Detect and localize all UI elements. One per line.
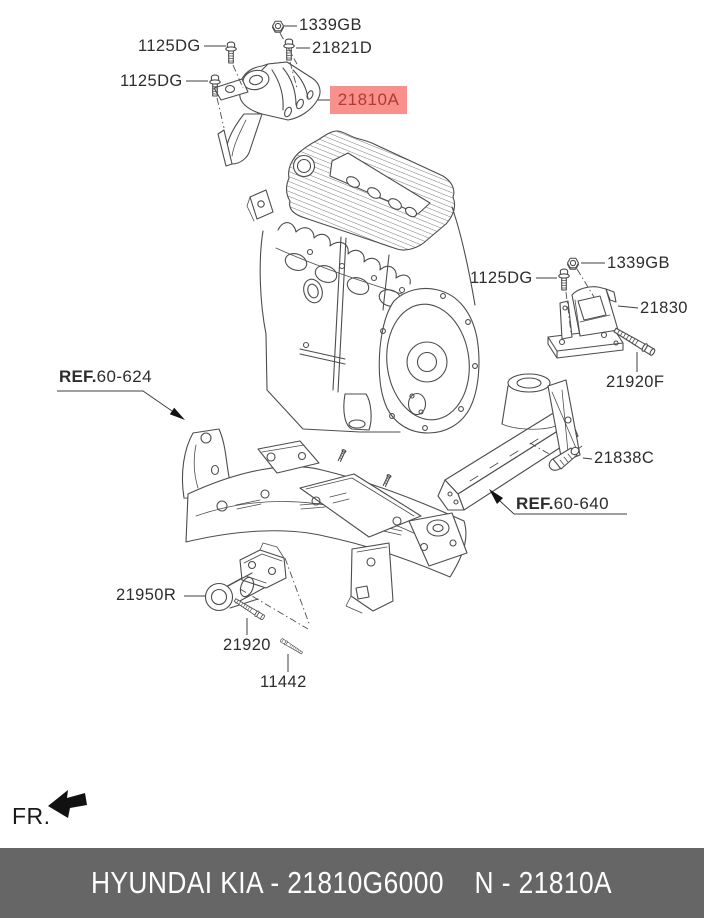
engine-assembly-drawing [246, 130, 480, 434]
bolt-icon-1125dg-1 [225, 41, 244, 89]
side-member-drawing [437, 373, 581, 511]
part-label-1125dg-2[interactable]: 1125DG [120, 72, 183, 90]
part-label-21920[interactable]: 21920 [223, 636, 271, 654]
front-marker-label: FR. [12, 803, 51, 829]
subframe-crossmember-drawing [181, 428, 468, 614]
ref-label-60-640[interactable]: REF.60-640 [516, 495, 609, 512]
bolt-icon-21920 [232, 596, 266, 622]
part-label-21920f[interactable]: 21920F [606, 373, 665, 391]
leader-lines [184, 25, 639, 672]
ref-prefix: REF. [516, 494, 554, 513]
footer-make-and-part: HYUNDAI KIA - 21810G6000 [91, 865, 445, 900]
ref-number: 60-624 [96, 367, 152, 386]
part-label-21821d[interactable]: 21821D [312, 39, 373, 57]
part-label-21950r[interactable]: 21950R [116, 586, 177, 604]
bolt-icon-11442 [279, 637, 304, 656]
bolt-icon-1125dg-2 [209, 74, 225, 129]
part-label-1339gb-top[interactable]: 1339GB [299, 16, 362, 34]
part-label-1125dg-1[interactable]: 1125DG [138, 37, 201, 55]
ref-label-60-624[interactable]: REF.60-624 [59, 368, 152, 385]
damper-21838c-drawing [529, 442, 583, 471]
ref-60-624-arrow [57, 390, 185, 420]
stud-icon [336, 448, 347, 463]
part-label-21830[interactable]: 21830 [640, 299, 688, 317]
nut-icon-1339gb-right [566, 257, 595, 298]
ref-number: 60-640 [553, 494, 609, 513]
part-label-1339gb-right[interactable]: 1339GB [607, 254, 670, 272]
part-label-1125dg-3[interactable]: 1125DG [470, 269, 533, 287]
part-label-11442[interactable]: 11442 [260, 673, 307, 691]
nut-icon-1339gb-top [271, 20, 298, 65]
ref-60-640-arrow [489, 489, 627, 515]
part-label-21838c[interactable]: 21838C [594, 449, 655, 467]
engine-mount-21810a-drawing [213, 61, 321, 167]
catalog-footer-bar: HYUNDAI KIA - 21810G6000 N - 21810A [0, 848, 704, 918]
roll-rod-mount-21950r-drawing [204, 542, 311, 656]
bolt-icon-21821d [283, 38, 298, 89]
footer-reference-number: N - 21810A [474, 865, 613, 900]
transaxle-mount-21830-drawing [547, 286, 624, 359]
stud-icon [381, 473, 392, 488]
front-direction-arrow-icon [48, 790, 87, 818]
ref-prefix: REF. [59, 367, 97, 386]
part-label-21810a-highlighted[interactable]: 21810A [330, 86, 407, 114]
bolt-icon-1125dg-3 [558, 268, 572, 334]
